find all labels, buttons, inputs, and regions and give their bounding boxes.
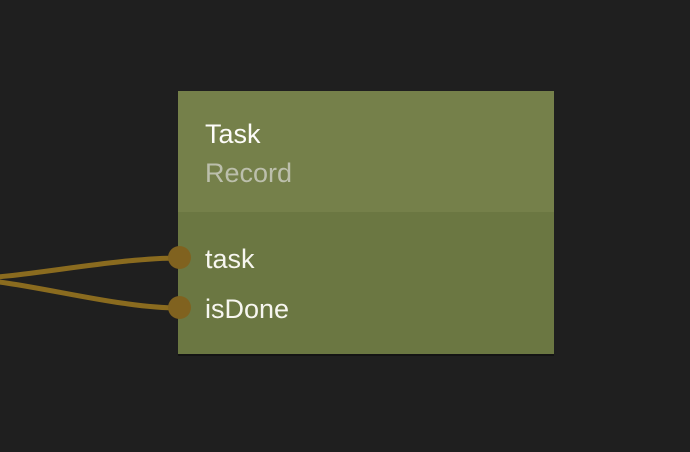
node-title: Task — [205, 119, 261, 149]
node-subtitle: Record — [205, 158, 293, 188]
input-row-task: task — [168, 234, 554, 284]
node-task-record[interactable]: Task Record task isDone — [168, 91, 554, 356]
node-body: task isDone — [168, 212, 554, 354]
input-port-isdone[interactable] — [168, 296, 191, 319]
connection-wire-task[interactable] — [0, 255, 183, 280]
node-header[interactable]: Task Record — [178, 91, 554, 212]
input-port-task[interactable] — [168, 246, 191, 269]
input-label-isdone: isDone — [205, 293, 290, 324]
input-label-task: task — [205, 243, 255, 274]
connection-wire-isdone[interactable] — [0, 279, 183, 311]
input-row-isdone: isDone — [168, 284, 554, 334]
